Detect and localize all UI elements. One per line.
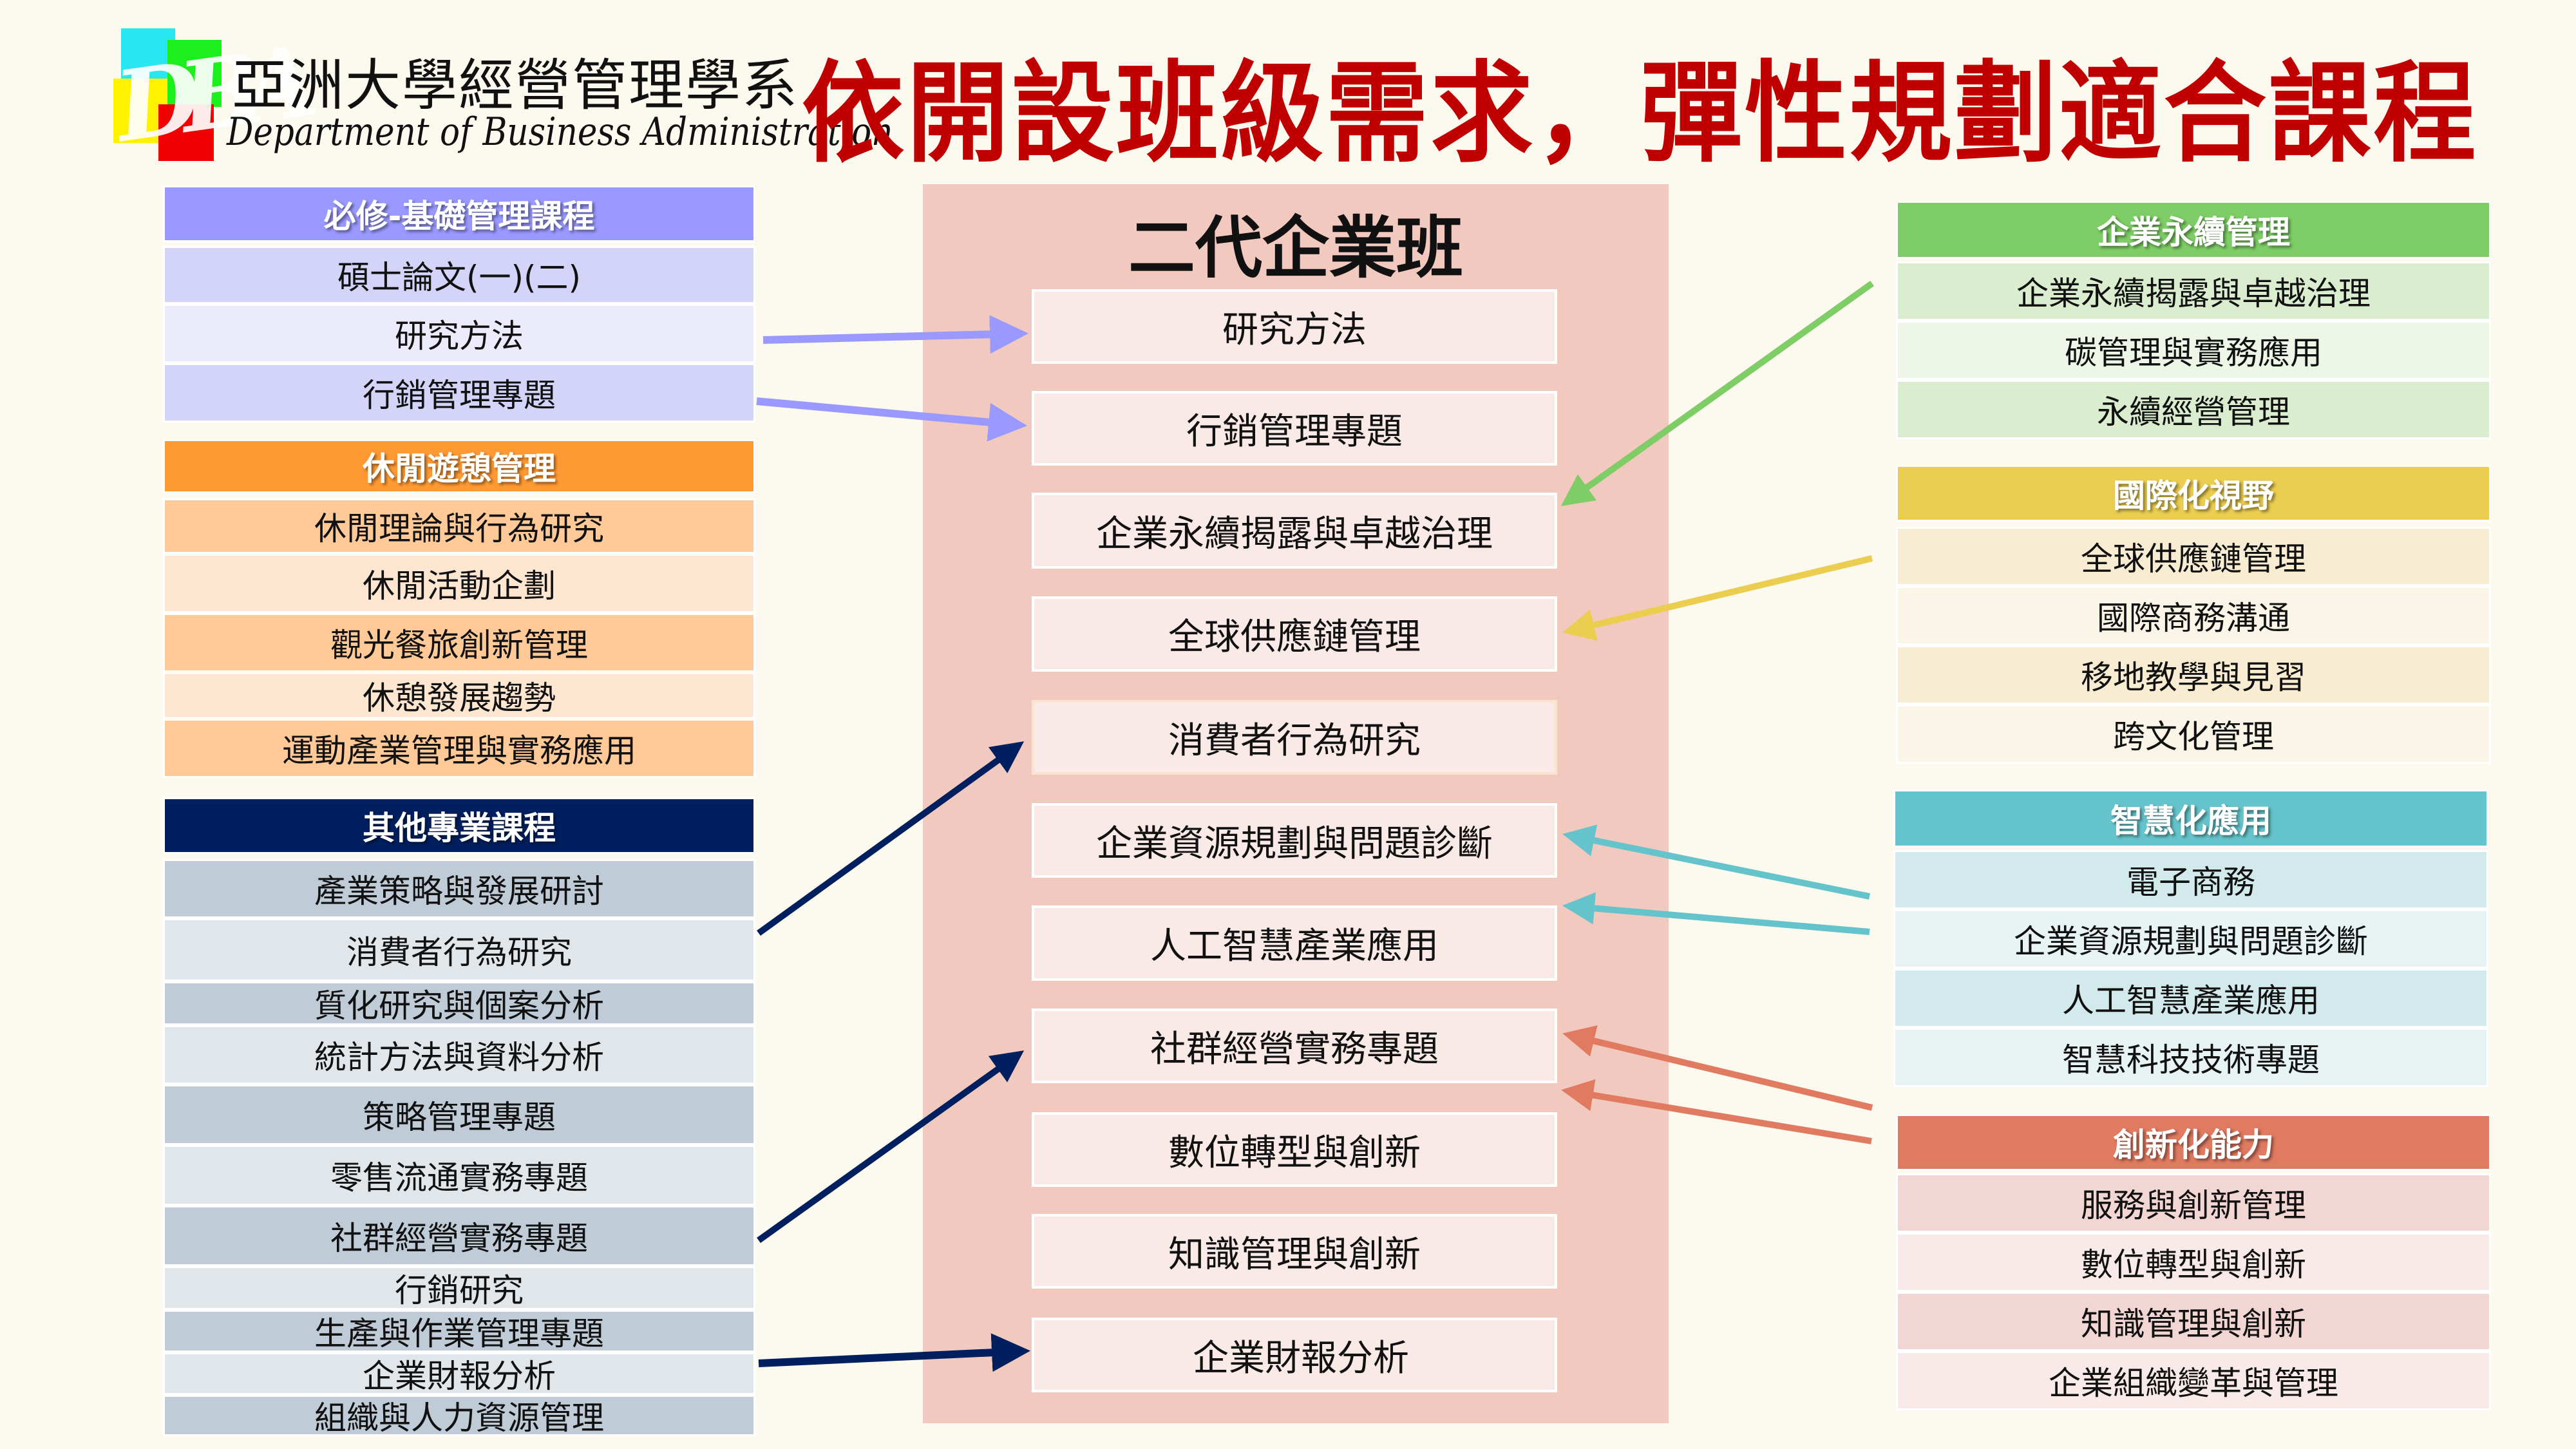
- arrow-erp: [1562, 824, 1870, 900]
- group-header-required: 必修-基礎管理課程: [163, 185, 755, 242]
- course-item: 碳管理與實務應用: [1896, 321, 2491, 380]
- course-item: 移地教學與見習: [1896, 645, 2491, 705]
- arrow-knowledge-management: [1561, 1079, 1872, 1144]
- department-logo: DBA 亞洲大學經營管理學系 Department of Business Ad…: [0, 0, 893, 180]
- department-name-en: Department of Business Administration: [227, 109, 893, 155]
- logo-cyan-square: [121, 28, 175, 85]
- course-item: 觀光餐旅創新管理: [163, 613, 755, 672]
- course-item: 電子商務: [1893, 850, 2488, 909]
- group-header-smart-applications: 智慧化應用: [1893, 790, 2488, 848]
- course-item: 跨文化管理: [1896, 705, 2491, 764]
- course-item: 數位轉型與創新: [1896, 1233, 2491, 1292]
- logo-red-square: [158, 104, 214, 161]
- course-item: 統計方法與資料分析: [163, 1025, 755, 1084]
- course-item: 行銷管理專題: [163, 363, 755, 422]
- course-item: 智慧科技技術專題: [1893, 1028, 2488, 1087]
- page-title: 依開設班級需求，彈性規劃適合課程: [802, 50, 2479, 178]
- class-course-box: 社群經營實務專題: [1032, 1009, 1557, 1083]
- panel-title: 二代企業班: [1128, 209, 1463, 287]
- arrow-research-methods: [762, 315, 1028, 354]
- course-item: 消費者行為研究: [163, 918, 755, 981]
- course-item: 質化研究與個案分析: [163, 981, 755, 1025]
- group-header-sustainability: 企業永續管理: [1896, 201, 2491, 259]
- course-item: 行銷研究: [163, 1266, 755, 1310]
- class-course-box: 企業永續揭露與卓越治理: [1032, 493, 1557, 569]
- group-header-other: 其他專業課程: [163, 797, 755, 854]
- class-course-box: 全球供應鏈管理: [1032, 596, 1557, 672]
- course-item: 企業組織變革與管理: [1896, 1351, 2491, 1410]
- course-item: 國際商務溝通: [1896, 586, 2491, 645]
- course-item: 企業資源規劃與問題診斷: [1893, 909, 2488, 969]
- arrow-supply-chain: [1562, 555, 1873, 641]
- class-course-box: 數位轉型與創新: [1032, 1112, 1557, 1187]
- course-item: 全球供應鏈管理: [1896, 527, 2491, 586]
- course-item: 組織與人力資源管理: [163, 1395, 755, 1437]
- course-item: 休憩發展趨勢: [163, 672, 755, 719]
- logo-green-square: [167, 40, 222, 107]
- group-header-leisure: 休閒遊憩管理: [163, 439, 755, 493]
- course-item: 碩士論文(一)(二): [163, 246, 755, 304]
- course-item: 永續經營管理: [1896, 380, 2491, 439]
- arrow-sustainability-disclosure: [1560, 280, 1874, 506]
- course-item: 服務與創新管理: [1896, 1173, 2491, 1233]
- class-course-box: 消費者行為研究: [1032, 700, 1557, 775]
- class-course-box: 人工智慧產業應用: [1032, 905, 1557, 981]
- class-course-box: 行銷管理專題: [1032, 391, 1557, 466]
- arrow-digital-transformation: [1562, 1025, 1873, 1111]
- arrow-consumer-behavior: [757, 741, 1025, 936]
- course-item: 人工智慧產業應用: [1893, 969, 2488, 1028]
- course-item: 企業永續揭露與卓越治理: [1896, 261, 2491, 321]
- course-item: 企業財報分析: [163, 1352, 755, 1395]
- department-name-zh: 亞洲大學經營管理學系: [232, 53, 799, 118]
- course-item: 運動產業管理與實務應用: [163, 719, 755, 778]
- course-item: 產業策略與發展研討: [163, 859, 755, 918]
- group-header-innovation: 創新化能力: [1896, 1114, 2491, 1171]
- course-item: 休閒活動企劃: [163, 554, 755, 613]
- class-course-box: 企業財報分析: [1032, 1318, 1557, 1392]
- class-course-box: 企業資源規劃與問題診斷: [1032, 803, 1557, 878]
- course-item: 社群經營實務專題: [163, 1206, 755, 1266]
- course-item: 零售流通實務專題: [163, 1145, 755, 1206]
- class-course-box: 知識管理與創新: [1032, 1214, 1557, 1289]
- course-item: 知識管理與創新: [1896, 1292, 2491, 1351]
- course-item: 策略管理專題: [163, 1084, 755, 1145]
- arrow-marketing-management: [756, 397, 1027, 442]
- class-course-box: 研究方法: [1032, 289, 1557, 364]
- arrow-social-media: [757, 1050, 1025, 1244]
- course-item: 研究方法: [163, 304, 755, 363]
- group-header-international: 國際化視野: [1896, 465, 2491, 522]
- course-item: 休閒理論與行為研究: [163, 498, 755, 554]
- arrow-financial-analysis: [758, 1333, 1030, 1372]
- course-item: 生產與作業管理專題: [163, 1310, 755, 1352]
- arrow-ai-applications: [1562, 892, 1870, 935]
